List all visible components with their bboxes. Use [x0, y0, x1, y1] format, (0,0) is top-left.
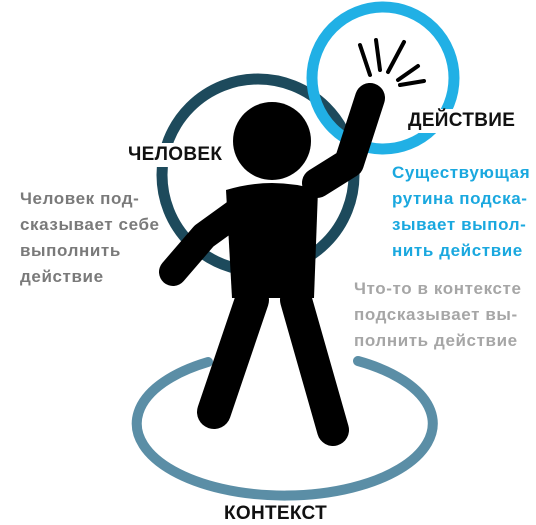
context-description-line: полнить действие: [354, 331, 518, 350]
context-description-line: подсказывает вы-: [354, 305, 518, 324]
person-description-line: сказывает себе: [20, 215, 160, 234]
person-description: Человек под- сказывает себе выполнить де…: [20, 186, 160, 290]
spark-lines-icon: [358, 38, 426, 87]
routine-description-line: рутина подска-: [392, 189, 528, 208]
context-description-line: Что-то в контексте: [354, 279, 522, 298]
person-description-line: выполнить: [20, 241, 121, 260]
context-ring: [131, 356, 438, 501]
action-ring: [306, 1, 460, 155]
routine-description-line: Существующая: [392, 163, 531, 182]
routine-description-line: нить действие: [392, 241, 523, 260]
routine-description-line: зывает выпол-: [392, 215, 527, 234]
person-description-line: Человек под-: [20, 189, 140, 208]
context-description: Что-то в контексте подсказывает вы- полн…: [354, 276, 522, 354]
action-label: ДЕЙСТВИЕ: [406, 109, 518, 133]
context-label: КОНТЕКСТ: [216, 503, 335, 525]
person-raising-hand-icon: [159, 83, 385, 446]
routine-description: Существующая рутина подска- зывает выпол…: [392, 160, 530, 264]
person-label: ЧЕЛОВЕК: [126, 143, 225, 167]
person-description-line: действие: [20, 267, 104, 286]
